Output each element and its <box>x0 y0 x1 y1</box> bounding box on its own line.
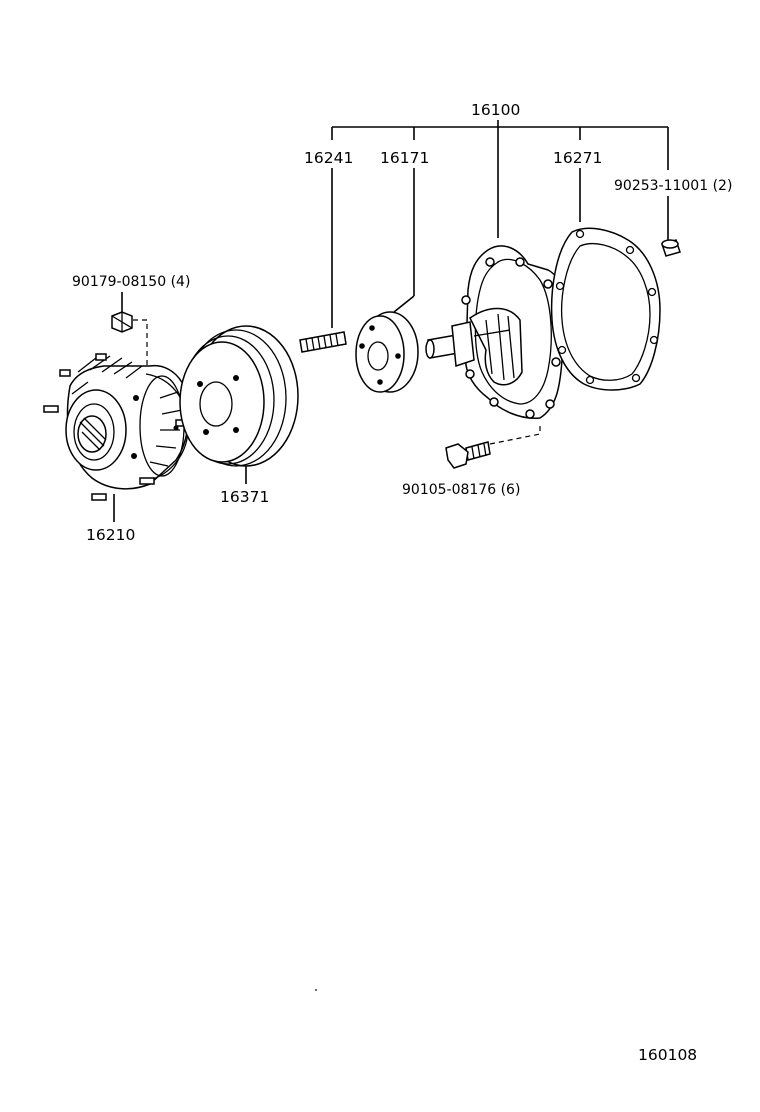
label-90105-08176: 90105-08176 (6) <box>402 482 520 498</box>
label-16100: 16100 <box>471 101 520 119</box>
label-16271: 16271 <box>553 149 602 167</box>
stray-dot <box>315 989 317 991</box>
label-16371: 16371 <box>220 488 269 506</box>
fan-clutch-part <box>43 353 190 501</box>
label-90253-11001: 90253-11001 (2) <box>614 178 732 194</box>
label-16241: 16241 <box>304 149 353 167</box>
stud-part <box>299 331 347 353</box>
nut-part <box>111 311 133 333</box>
bolt-part <box>445 441 491 469</box>
label-16171: 16171 <box>380 149 429 167</box>
label-16210: 16210 <box>86 526 135 544</box>
gasket-part <box>550 227 661 391</box>
hub-part <box>355 311 419 393</box>
plug-part <box>661 239 681 257</box>
water-pump-part <box>425 245 566 419</box>
diagram-id: 160108 <box>638 1046 697 1064</box>
pulley-part <box>179 325 299 467</box>
leader-lines <box>113 120 669 522</box>
label-90179-08150: 90179-08150 (4) <box>72 274 190 290</box>
